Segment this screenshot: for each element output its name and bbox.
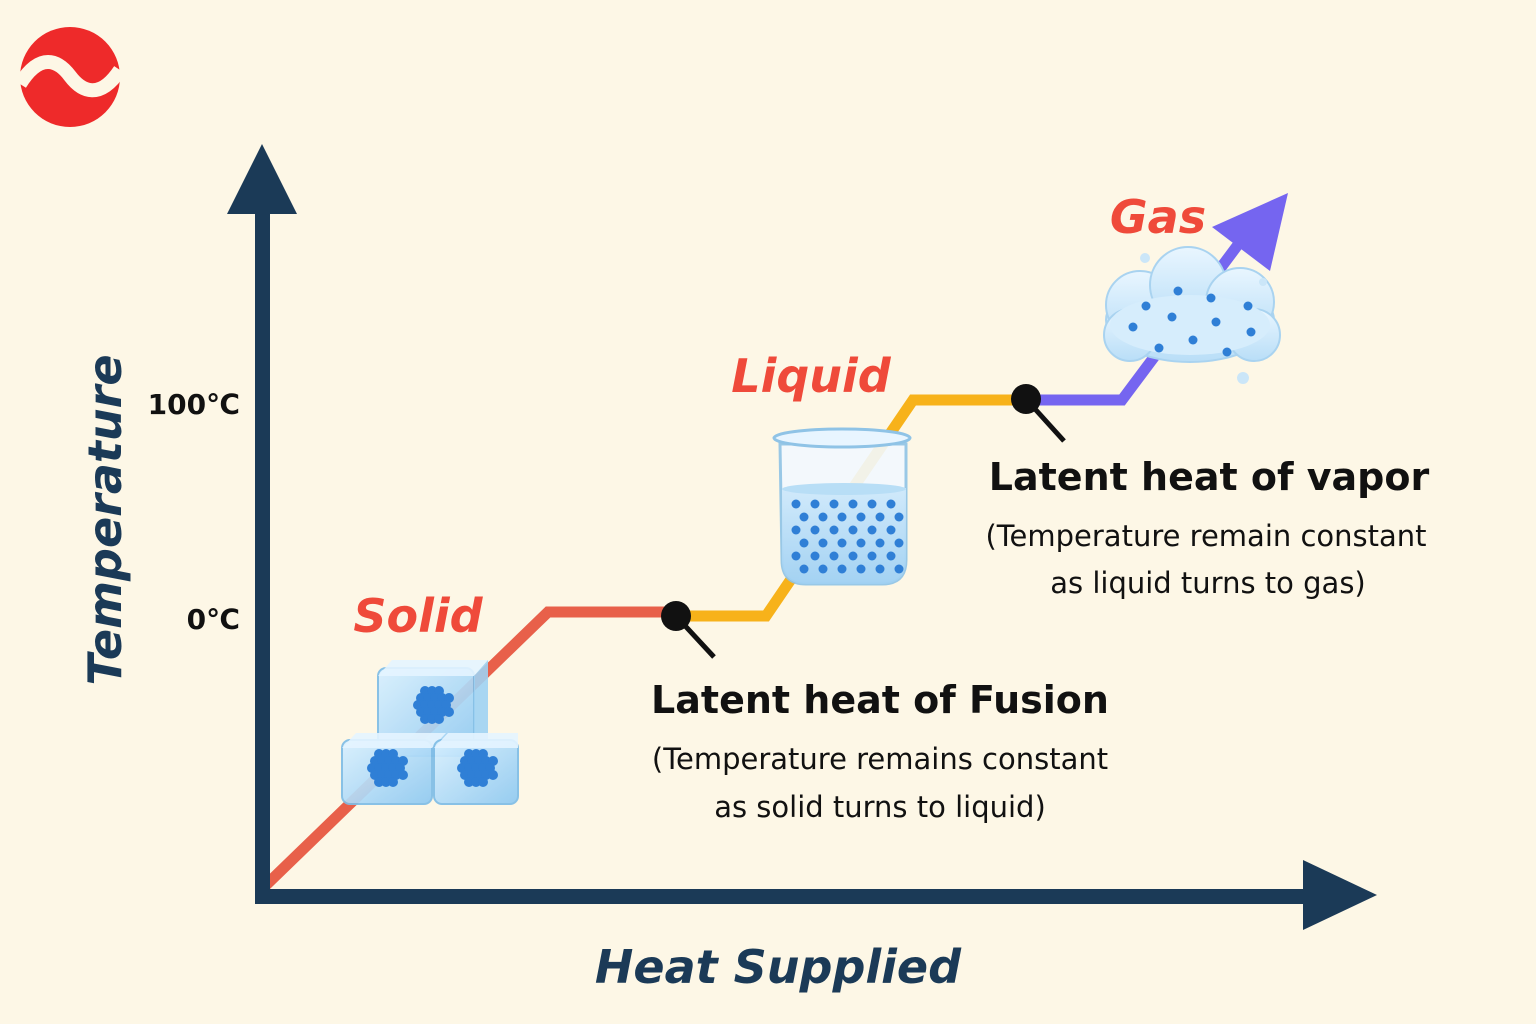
vapor-annotation: Latent heat of vapor (Temperature remain… — [985, 455, 1429, 600]
particle-dot — [799, 564, 809, 574]
particle-dot — [875, 512, 885, 522]
particle-dot — [1206, 293, 1216, 303]
ice-cubes-icon — [341, 660, 519, 805]
particle-dot — [1154, 343, 1164, 353]
particle-dot — [848, 551, 858, 561]
particle-dot — [867, 525, 877, 535]
particle-dot — [848, 525, 858, 535]
cloud-icon — [1103, 246, 1281, 384]
vaporization-marker — [1011, 384, 1066, 443]
particle-dot — [810, 499, 820, 509]
particle-dot — [1246, 327, 1256, 337]
particle-dot — [829, 551, 839, 561]
particle-dot — [1128, 322, 1138, 332]
particle-dot — [398, 770, 408, 780]
particle-dot — [791, 499, 801, 509]
vapor-annotation-line1: (Temperature remain constant — [985, 519, 1426, 553]
particle-dot — [867, 551, 877, 561]
particle-dot — [471, 777, 481, 787]
particle-dot — [829, 525, 839, 535]
particle-dot — [1211, 317, 1221, 327]
particle-dot — [488, 770, 498, 780]
particle-dot — [818, 538, 828, 548]
particle-dot — [374, 777, 384, 787]
particle-dot — [799, 512, 809, 522]
particle-dot — [818, 512, 828, 522]
fusion-marker — [661, 601, 716, 659]
y-axis — [227, 144, 297, 903]
particle-dot — [894, 538, 904, 548]
fusion-annotation-title: Latent heat of Fusion — [651, 678, 1109, 722]
particle-dot — [886, 551, 896, 561]
particle-dot — [464, 777, 474, 787]
particle-dot — [875, 564, 885, 574]
particle-dot — [848, 499, 858, 509]
particle-dot — [799, 538, 809, 548]
beaker-icon — [772, 427, 912, 586]
particle-dot — [810, 551, 820, 561]
particle-dot — [444, 707, 454, 717]
particle-dot — [886, 525, 896, 535]
particle-dot — [791, 551, 801, 561]
particle-dot — [427, 714, 437, 724]
particle-dot — [1243, 301, 1253, 311]
particle-dot — [856, 538, 866, 548]
x-axis — [255, 860, 1377, 930]
particle-dot — [1167, 312, 1177, 322]
particle-dot — [810, 525, 820, 535]
particle-dot — [894, 564, 904, 574]
particle-dot — [837, 564, 847, 574]
particle-dot — [894, 512, 904, 522]
vapor-annotation-title: Latent heat of vapor — [989, 455, 1430, 499]
particle-dot — [856, 512, 866, 522]
y-tick-100: 100℃ — [148, 388, 240, 421]
gas-arrowhead — [1212, 193, 1288, 271]
particle-dot — [1222, 347, 1232, 357]
fusion-annotation-line1: (Temperature remains constant — [652, 742, 1108, 776]
ice-cube-top — [377, 660, 488, 757]
particle-dot — [478, 777, 488, 787]
particle-dot — [434, 714, 444, 724]
particle-dot — [856, 564, 866, 574]
particle-dot — [791, 525, 801, 535]
vapor-annotation-line2: as liquid turns to gas) — [1050, 566, 1366, 600]
particle-dot — [381, 777, 391, 787]
particle-dot — [1173, 286, 1183, 296]
x-axis-label: Heat Supplied — [595, 940, 962, 994]
wave-logo-icon — [14, 27, 126, 127]
particle-dot — [837, 538, 847, 548]
fusion-annotation: Latent heat of Fusion (Temperature remai… — [651, 678, 1109, 824]
particle-dot — [886, 499, 896, 509]
particle-dot — [837, 512, 847, 522]
particle-dot — [818, 564, 828, 574]
y-tick-0: 0℃ — [187, 603, 240, 636]
particle-dot — [1188, 335, 1198, 345]
particle-dot — [1141, 301, 1151, 311]
particle-dot — [420, 714, 430, 724]
particle-dot — [867, 499, 877, 509]
particle-dot — [829, 499, 839, 509]
particle-dot — [875, 538, 885, 548]
solid-phase-label: Solid — [353, 589, 483, 643]
gas-phase-label: Gas — [1110, 190, 1206, 244]
fusion-annotation-line2: as solid turns to liquid) — [714, 790, 1046, 824]
y-axis-label: Temperature — [78, 354, 132, 685]
ice-cube-left — [341, 733, 446, 805]
ice-cube-right — [433, 733, 519, 805]
particle-dot — [388, 777, 398, 787]
liquid-phase-label: Liquid — [731, 349, 892, 403]
